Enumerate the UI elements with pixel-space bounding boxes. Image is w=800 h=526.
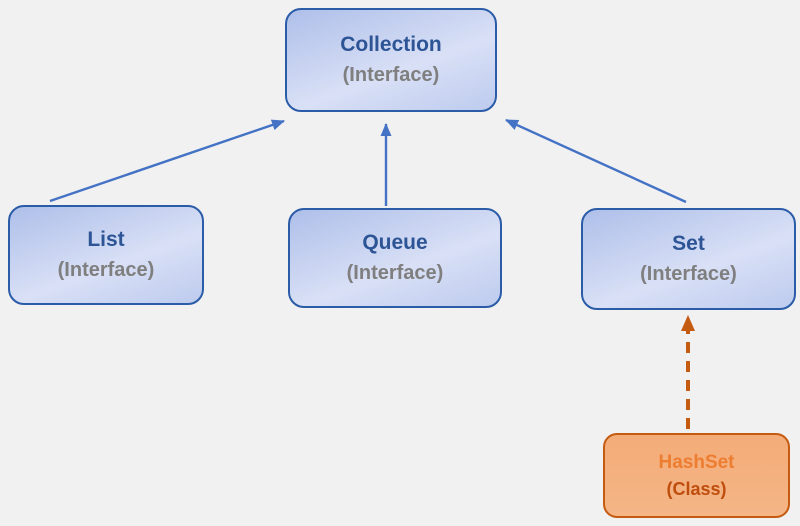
node-hashset-subtitle: (Class) <box>666 478 727 499</box>
node-set-interface[interactable]: Set (Interface) <box>581 208 796 310</box>
node-queue-subtitle: (Interface) <box>346 262 444 284</box>
node-hashset-class[interactable]: HashSet (Class) <box>603 433 790 518</box>
arrow-list-to-collection <box>49 119 285 203</box>
node-collection-title: Collection <box>340 33 442 56</box>
node-queue-interface[interactable]: Queue (Interface) <box>288 208 502 308</box>
arrow-set-to-collection <box>505 118 687 204</box>
node-list-title: List <box>87 228 125 251</box>
node-hashset-title: HashSet <box>658 451 735 473</box>
node-collection-interface[interactable]: Collection (Interface) <box>285 8 497 112</box>
node-set-title: Set <box>672 232 705 255</box>
node-list-subtitle: (Interface) <box>57 259 155 281</box>
node-queue-title: Queue <box>362 231 428 254</box>
node-list-interface[interactable]: List (Interface) <box>8 205 204 305</box>
node-set-subtitle: (Interface) <box>640 263 737 285</box>
node-collection-subtitle: (Interface) <box>342 64 440 86</box>
